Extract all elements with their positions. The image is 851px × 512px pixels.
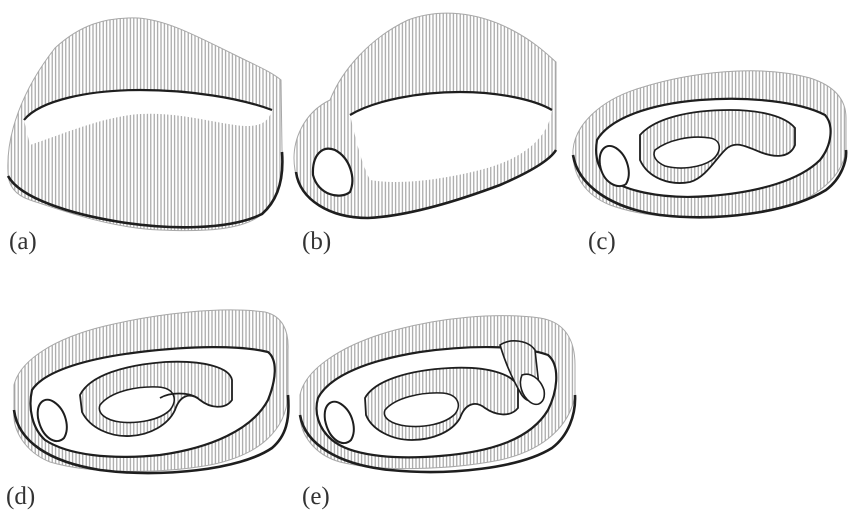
- panel-label-a: (a): [9, 229, 37, 254]
- panel-label-e: (e): [302, 484, 330, 509]
- panel-d-surface: [14, 310, 289, 473]
- panel-label-c: (c): [588, 229, 616, 254]
- panel-c-surface: [573, 71, 846, 218]
- panel-label-d: (d): [6, 484, 35, 509]
- panel-b-surface: [294, 13, 556, 218]
- panel-e-surface: [300, 316, 575, 472]
- panel-a-surface: [8, 18, 283, 231]
- panel-label-b: (b): [302, 229, 331, 254]
